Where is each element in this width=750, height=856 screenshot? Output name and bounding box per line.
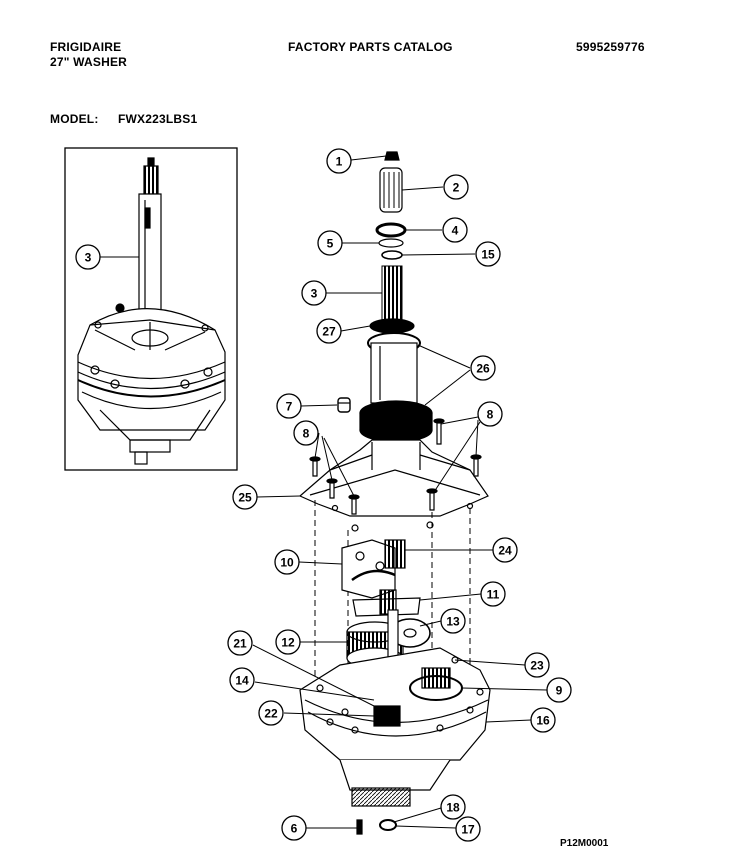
svg-text:8: 8 bbox=[487, 408, 494, 422]
callout-7: 7 bbox=[276, 393, 302, 419]
callout-22: 22 bbox=[258, 700, 284, 726]
callout-24: 24 bbox=[492, 537, 518, 563]
svg-text:3: 3 bbox=[85, 251, 92, 265]
svg-text:22: 22 bbox=[264, 707, 278, 721]
svg-text:12: 12 bbox=[281, 636, 295, 650]
callout-18: 18 bbox=[440, 794, 466, 820]
svg-text:1: 1 bbox=[336, 155, 343, 169]
svg-text:21: 21 bbox=[233, 637, 247, 651]
svg-text:7: 7 bbox=[286, 400, 293, 414]
callout-11: 11 bbox=[480, 581, 506, 607]
callout-26: 26 bbox=[470, 355, 496, 381]
svg-text:3: 3 bbox=[311, 287, 318, 301]
callout-2: 2 bbox=[443, 174, 469, 200]
model-label: MODEL: bbox=[50, 112, 99, 126]
model-value: FWX223LBS1 bbox=[118, 112, 198, 126]
catalog-number: 5995259776 bbox=[576, 40, 645, 54]
brand-label: FRIGIDAIRE bbox=[50, 40, 122, 54]
callout-9: 9 bbox=[546, 677, 572, 703]
callout-6: 6 bbox=[281, 815, 307, 841]
svg-text:14: 14 bbox=[235, 674, 249, 688]
callout-17: 17 bbox=[455, 816, 481, 842]
svg-text:9: 9 bbox=[556, 684, 563, 698]
svg-text:17: 17 bbox=[461, 823, 475, 837]
svg-text:16: 16 bbox=[536, 714, 550, 728]
svg-text:27: 27 bbox=[322, 325, 336, 339]
svg-text:26: 26 bbox=[476, 362, 490, 376]
product-label: 27" WASHER bbox=[50, 55, 128, 69]
svg-text:13: 13 bbox=[446, 615, 460, 629]
svg-text:6: 6 bbox=[291, 822, 298, 836]
callout-4: 4 bbox=[442, 217, 468, 243]
callout-27: 27 bbox=[316, 318, 342, 344]
callout-5: 5 bbox=[317, 230, 343, 256]
inset-assembly bbox=[64, 147, 238, 471]
callout-16: 16 bbox=[530, 707, 556, 733]
callout-23: 23 bbox=[524, 652, 550, 678]
callout-12: 12 bbox=[275, 629, 301, 655]
svg-text:15: 15 bbox=[481, 248, 495, 262]
svg-text:8: 8 bbox=[303, 427, 310, 441]
callout-3-inset: 3 bbox=[75, 244, 101, 270]
callout-13: 13 bbox=[440, 608, 466, 634]
callout-14: 14 bbox=[229, 667, 255, 693]
svg-text:18: 18 bbox=[446, 801, 460, 815]
callout-10: 10 bbox=[274, 549, 300, 575]
drawing-code: P12M0001 bbox=[560, 838, 609, 849]
svg-text:11: 11 bbox=[487, 588, 500, 602]
callout-21: 21 bbox=[227, 630, 253, 656]
callout-8-right: 8 bbox=[477, 401, 503, 427]
svg-text:24: 24 bbox=[498, 544, 512, 558]
callout-1: 1 bbox=[326, 148, 352, 174]
leader-lines bbox=[100, 155, 548, 829]
callout-3: 3 bbox=[301, 280, 327, 306]
svg-text:4: 4 bbox=[452, 224, 459, 238]
svg-text:25: 25 bbox=[238, 491, 252, 505]
catalog-title: FACTORY PARTS CATALOG bbox=[288, 40, 453, 54]
svg-text:23: 23 bbox=[530, 659, 544, 673]
callout-15: 15 bbox=[475, 241, 501, 267]
callout-25: 25 bbox=[232, 484, 258, 510]
svg-text:2: 2 bbox=[453, 181, 460, 195]
svg-text:10: 10 bbox=[280, 556, 294, 570]
svg-text:5: 5 bbox=[327, 237, 334, 251]
callout-8-left: 8 bbox=[293, 420, 319, 446]
